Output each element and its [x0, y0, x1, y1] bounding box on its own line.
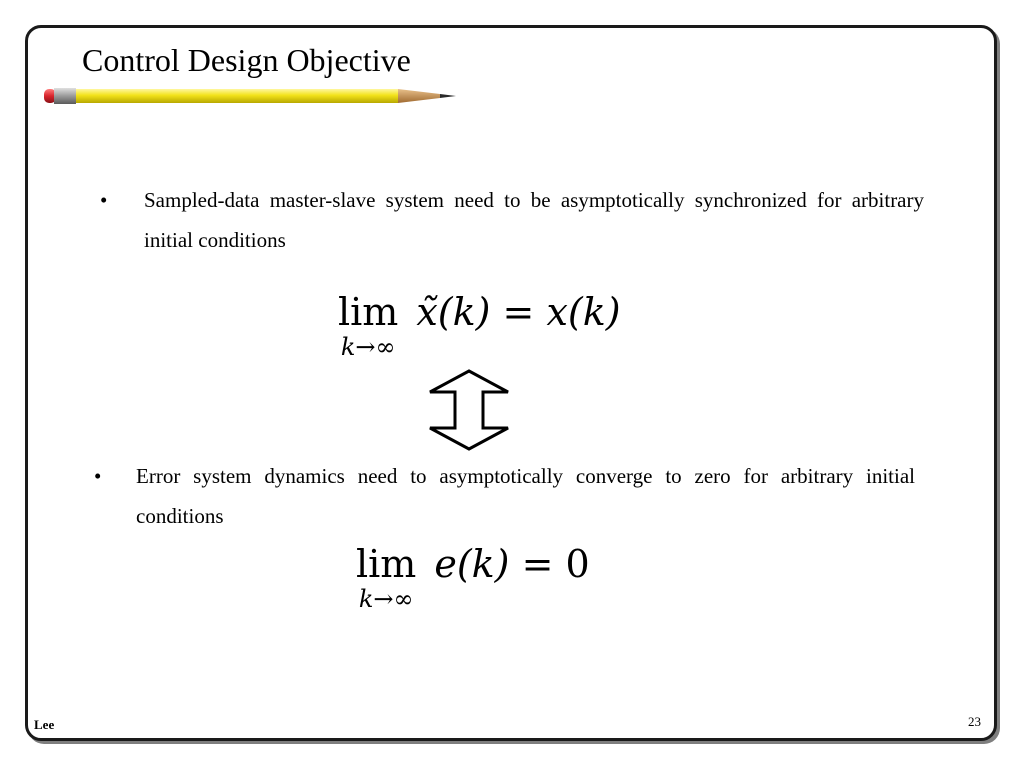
equals-sign: = — [521, 542, 554, 586]
double-headed-arrow-icon — [429, 369, 509, 451]
bullet-text: Sampled-data master-slave system need to… — [144, 188, 924, 252]
slide-frame — [25, 25, 997, 741]
equation-lhs: e(k) — [434, 542, 510, 586]
bullet-item-synchronization: • Sampled-data master-slave system need … — [100, 180, 930, 264]
equation-error-limit: lim k→∞ e(k) = 0 — [356, 542, 590, 612]
limit-operator: lim k→∞ — [338, 290, 398, 360]
lim-subscript: k→∞ — [340, 333, 396, 361]
limit-operator: lim k→∞ — [356, 542, 416, 612]
footer-author: Lee — [34, 717, 55, 732]
pencil-icon — [44, 88, 456, 104]
equation-rhs: x(k) — [546, 290, 621, 334]
lim-word: lim — [356, 542, 417, 586]
lim-subscript: k→∞ — [358, 585, 414, 613]
bullet-marker: • — [100, 188, 108, 212]
equation-rhs: 0 — [565, 542, 590, 586]
page-number: 23 — [968, 714, 981, 729]
equation-synchronization-limit: lim k→∞ x̃(k) = x(k) — [338, 290, 621, 360]
bullet-item-error-convergence: • Error system dynamics need to asymptot… — [94, 456, 924, 540]
equals-sign: = — [502, 290, 535, 334]
bullet-marker: • — [94, 464, 102, 488]
equation-body: e(k) = 0 — [434, 542, 589, 586]
bullet-text: Error system dynamics need to asymptotic… — [136, 464, 915, 528]
equation-lhs: x̃(k) — [416, 290, 491, 334]
lim-word: lim — [338, 290, 399, 334]
equation-body: x̃(k) = x(k) — [416, 290, 620, 334]
slide-title: Control Design Objective — [82, 42, 411, 78]
